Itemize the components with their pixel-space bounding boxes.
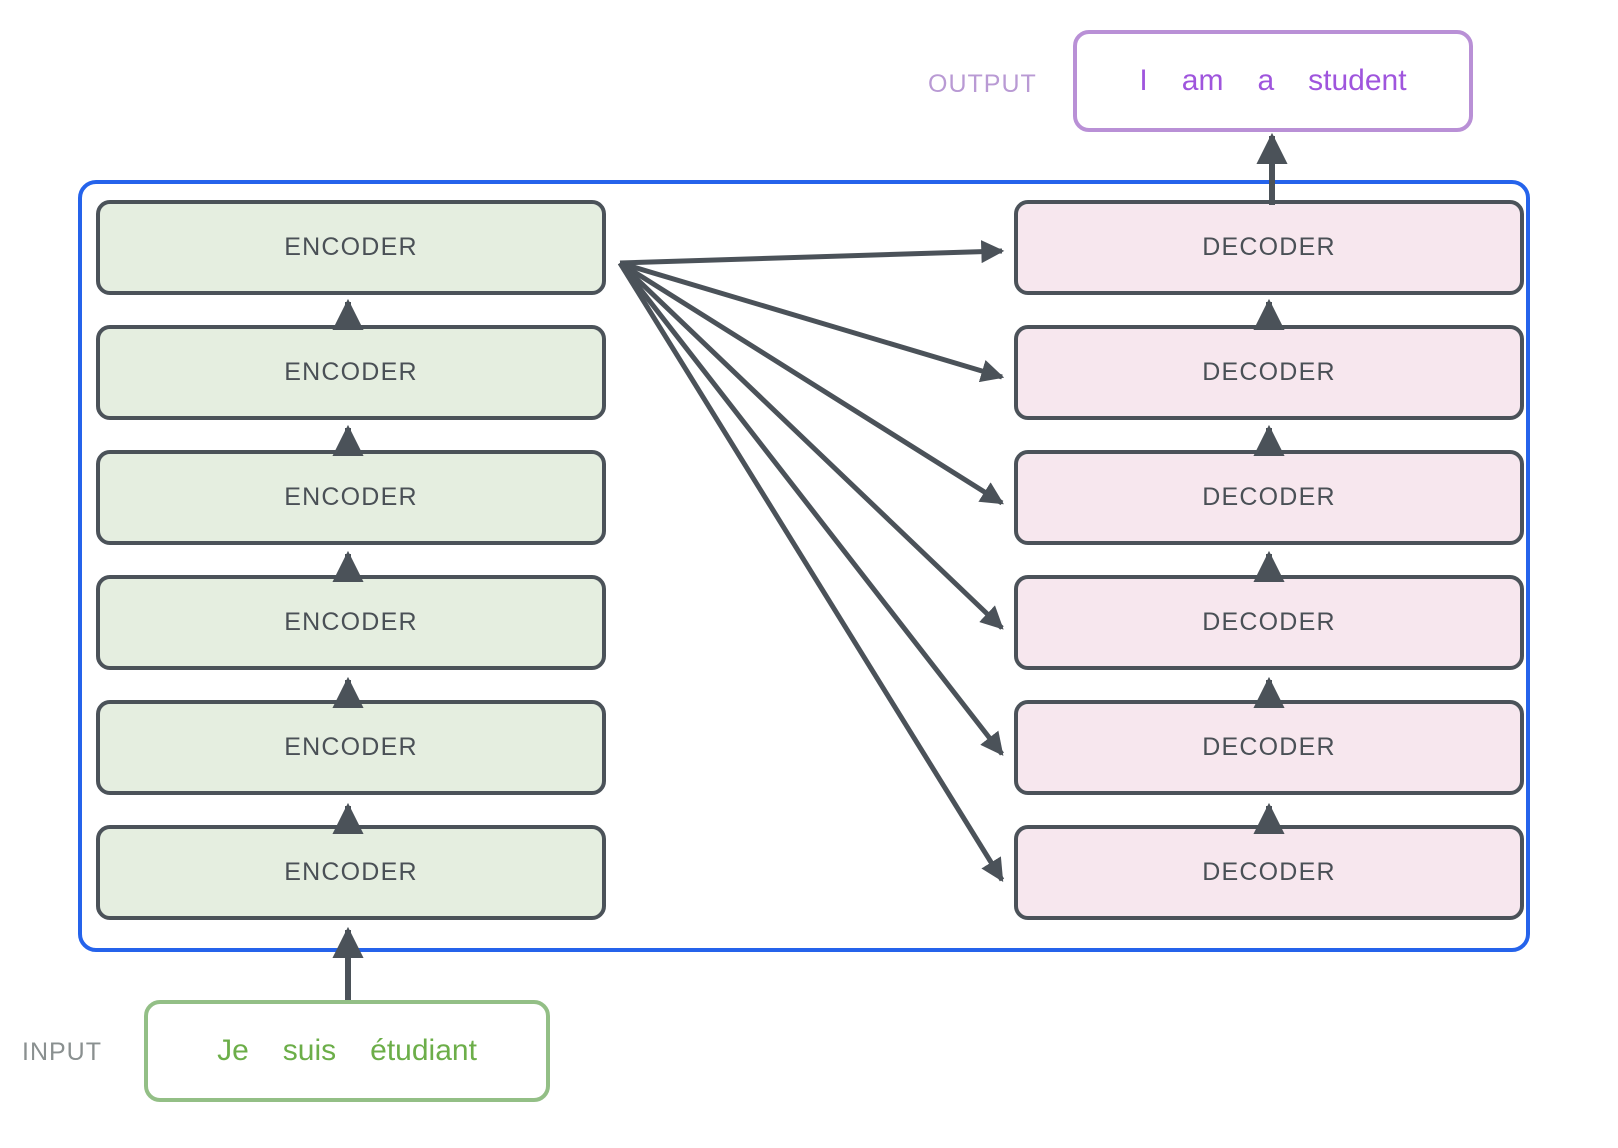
output-token: am [1181,64,1224,97]
output-token: I [1139,64,1148,97]
decoder-label: DECODER [1202,483,1336,511]
input-token: suis [282,1034,337,1067]
input-label: INPUT [22,1038,102,1066]
encoder-stack: ENCODER ENCODER ENCODER ENCODER ENCODER … [96,200,606,920]
decoder-block-2[interactable]: DECODER [1014,325,1524,420]
encoder-block-2[interactable]: ENCODER [96,325,606,420]
encoder-block-5[interactable]: ENCODER [96,700,606,795]
encoder-block-6[interactable]: ENCODER [96,825,606,920]
output-token: a [1257,64,1275,97]
input-token: étudiant [370,1034,477,1067]
encoder-block-1[interactable]: ENCODER [96,200,606,295]
encoder-label: ENCODER [284,858,418,886]
decoder-block-4[interactable]: DECODER [1014,575,1524,670]
output-label: OUTPUT [928,70,1037,98]
input-token: Je [217,1034,249,1067]
encoder-label: ENCODER [284,608,418,636]
decoder-label: DECODER [1202,233,1336,261]
output-tokens: I am a student [1139,64,1406,98]
decoder-label: DECODER [1202,608,1336,636]
encoder-block-4[interactable]: ENCODER [96,575,606,670]
decoder-label: DECODER [1202,358,1336,386]
encoder-block-3[interactable]: ENCODER [96,450,606,545]
decoder-block-6[interactable]: DECODER [1014,825,1524,920]
decoder-block-5[interactable]: DECODER [1014,700,1524,795]
transformer-container [78,180,1530,952]
decoder-block-1[interactable]: DECODER [1014,200,1524,295]
decoder-stack: DECODER DECODER DECODER DECODER DECODER … [1014,200,1524,920]
input-box[interactable]: Je suis étudiant [144,1000,550,1102]
decoder-block-3[interactable]: DECODER [1014,450,1524,545]
encoder-label: ENCODER [284,483,418,511]
output-box[interactable]: I am a student [1073,30,1473,132]
encoder-label: ENCODER [284,358,418,386]
output-token: student [1308,64,1407,97]
decoder-label: DECODER [1202,858,1336,886]
decoder-label: DECODER [1202,733,1336,761]
encoder-label: ENCODER [284,733,418,761]
encoder-label: ENCODER [284,233,418,261]
input-tokens: Je suis étudiant [217,1034,477,1068]
